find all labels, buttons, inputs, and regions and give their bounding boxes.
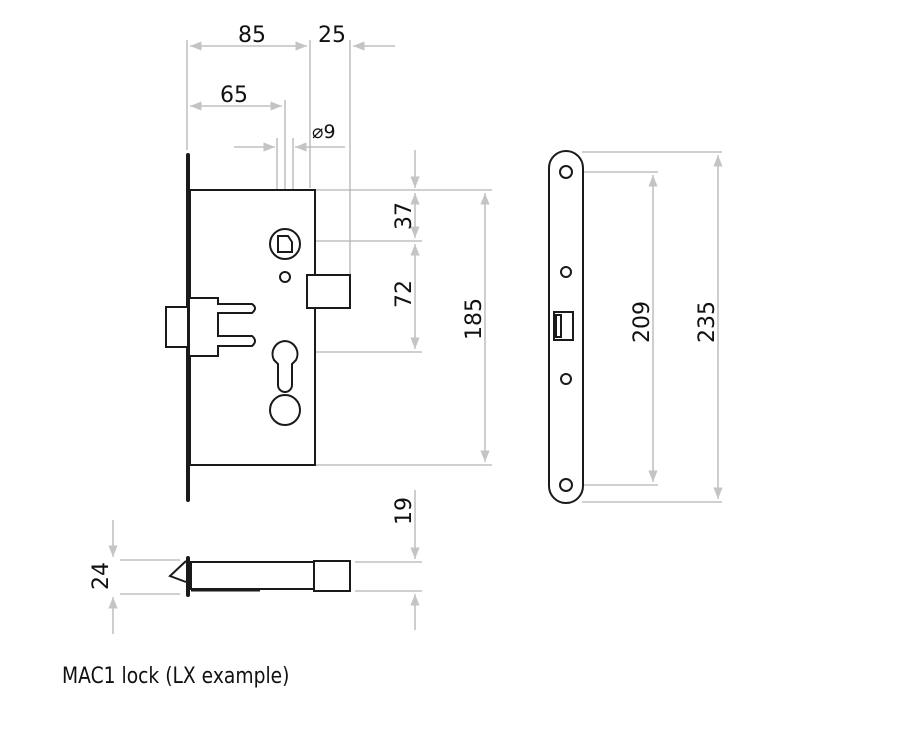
- dim-235-label: 235: [695, 301, 720, 343]
- follower-hub: [269, 228, 301, 260]
- screw-hole: [279, 271, 291, 283]
- dim-185-label: 185: [462, 298, 487, 340]
- cylinder-keyhole: [271, 339, 299, 393]
- lock-side-view: [168, 556, 351, 597]
- lock-case-front-view: [165, 153, 351, 502]
- dim-25-label: 25: [318, 23, 346, 48]
- dim-24-label: 24: [89, 562, 114, 590]
- latch-bolt: [306, 274, 351, 309]
- dim-72-label: 72: [392, 280, 417, 308]
- dead-bolt: [165, 297, 256, 357]
- dim-19-label: 19: [392, 497, 417, 525]
- dim-9-label: ⌀9: [312, 121, 336, 143]
- figure-caption: MAC1 lock (LX example): [62, 664, 290, 689]
- dim-209-label: 209: [630, 301, 655, 343]
- dimension-lines: [108, 41, 723, 634]
- dim-65-label: 65: [220, 83, 248, 108]
- dim-85-label: 85: [238, 23, 266, 48]
- spindle-hole: [269, 394, 301, 426]
- faceplate-view: [548, 150, 584, 504]
- dim-37-label: 37: [392, 202, 417, 230]
- extension-lines: [120, 40, 722, 595]
